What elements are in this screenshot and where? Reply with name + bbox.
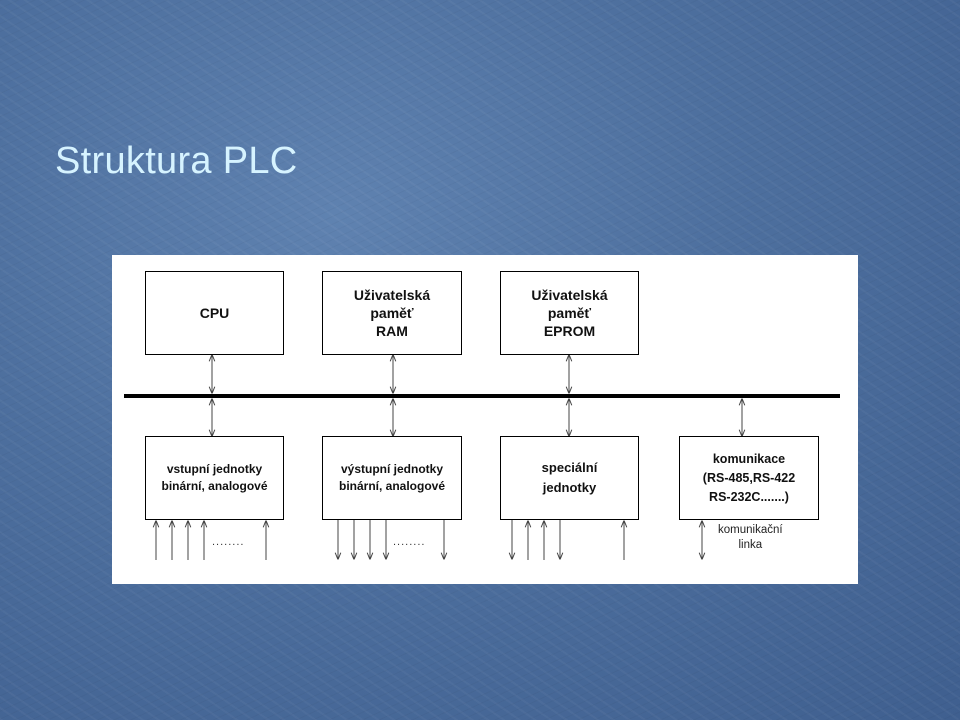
special-units-label-line-1: speciální: [541, 460, 598, 475]
communication-label-line-1: komunikace: [712, 451, 786, 466]
ram-label-line-1: Uživatelská: [353, 287, 431, 303]
eprom-label-line-2: paměť: [547, 305, 592, 321]
output-units-box: výstupní jednotky binární, analogové: [322, 436, 462, 520]
input-units-box: vstupní jednotky binární, analogové: [145, 436, 284, 520]
ram-label-line-3: RAM: [376, 323, 408, 339]
communication-box: komunikace (RS-485,RS-422 RS-232C.......…: [679, 436, 819, 520]
special-units-box: speciální jednotky: [500, 436, 639, 520]
eprom-box: Uživatelská paměť EPROM: [500, 271, 639, 355]
output-units-label-line-2: binární, analogové: [338, 479, 446, 493]
diagram-wires: [124, 255, 840, 560]
input-units-label-line-2: binární, analogové: [161, 479, 268, 493]
eprom-label-line-1: Uživatelská: [531, 287, 608, 303]
eprom-label-line-3: EPROM: [543, 323, 596, 339]
output-units-label-line-1: výstupní jednotky: [340, 462, 444, 476]
comm-link-label: komunikační linka: [718, 523, 783, 553]
outputs-ellipsis: ........: [393, 536, 426, 548]
cpu-box: CPU: [145, 271, 284, 355]
communication-label-line-3: RS-232C.......): [709, 489, 789, 504]
ram-box: Uživatelská paměť RAM: [322, 271, 462, 355]
plc-structure-diagram: CPU Uživatelská paměť RAM Uživatelská pa…: [112, 255, 858, 584]
special-units-label-line-2: jednotky: [542, 480, 597, 495]
ram-label-line-2: paměť: [370, 305, 414, 321]
slide-title: Struktura PLC: [55, 140, 298, 182]
comm-link-label-line-1: komunikační: [718, 524, 783, 536]
inputs-ellipsis: ........: [212, 536, 245, 548]
cpu-label: CPU: [199, 305, 230, 321]
communication-label-line-2: (RS-485,RS-422: [702, 470, 796, 485]
comm-link-label-line-2: linka: [738, 539, 763, 551]
input-units-label-line-1: vstupní jednotky: [166, 462, 263, 476]
